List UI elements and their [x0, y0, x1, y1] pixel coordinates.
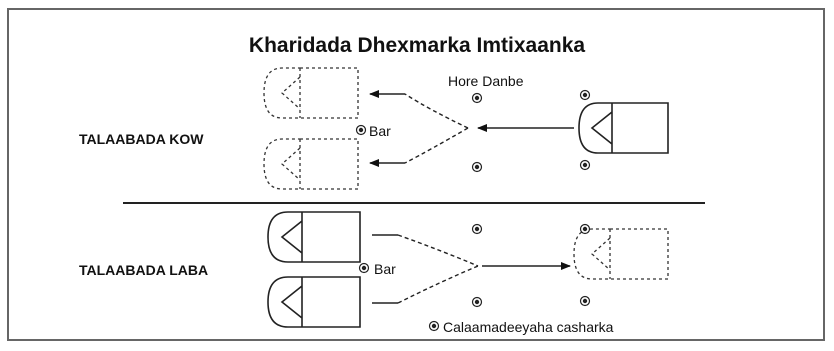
- path-top-to-upper: [404, 93, 469, 129]
- path-bottom-from-lower-dash: [397, 265, 479, 304]
- cone-marker-bottom-upper-left: [471, 223, 483, 235]
- legend-label: Calaamadeeyaha casharka: [443, 319, 614, 335]
- car-outline-top-lower: [263, 138, 359, 190]
- car-solid-bottom-lower: [267, 276, 361, 328]
- cone-marker-bottom-lower-right: [579, 295, 591, 307]
- legend-marker-icon: [428, 320, 440, 332]
- path-top-to-lower: [404, 127, 469, 164]
- cone-marker-top-bottom-left: [471, 161, 483, 173]
- start-position-label: Hore Danbe: [448, 73, 524, 89]
- bar-label-top: Bar: [369, 123, 391, 139]
- cone-marker-top-bottom-right: [579, 159, 591, 171]
- car-solid-bottom-upper: [267, 211, 361, 263]
- bar-label-bottom: Bar: [374, 261, 396, 277]
- diagram-frame: [7, 8, 825, 341]
- cone-marker-bottom-lower-left: [471, 296, 483, 308]
- path-bottom-from-upper-dash: [397, 234, 479, 267]
- diagram-title: Kharidada Dhexmarka Imtixaanka: [248, 34, 586, 57]
- car-outline-top-upper: [263, 67, 359, 119]
- cone-marker-bottom-upper-right: [579, 223, 591, 235]
- cone-marker-bar-bottom: [358, 262, 370, 274]
- cone-marker-bar-top: [355, 124, 367, 136]
- cone-marker-start-left: [471, 92, 483, 104]
- step-two-label: TALAABADA LABA: [79, 262, 209, 278]
- step-one-label: TALAABADA KOW: [79, 131, 204, 147]
- car-solid-top-right: [578, 102, 669, 154]
- car-outline-bottom-right: [573, 228, 669, 280]
- cone-marker-start-right: [579, 89, 591, 101]
